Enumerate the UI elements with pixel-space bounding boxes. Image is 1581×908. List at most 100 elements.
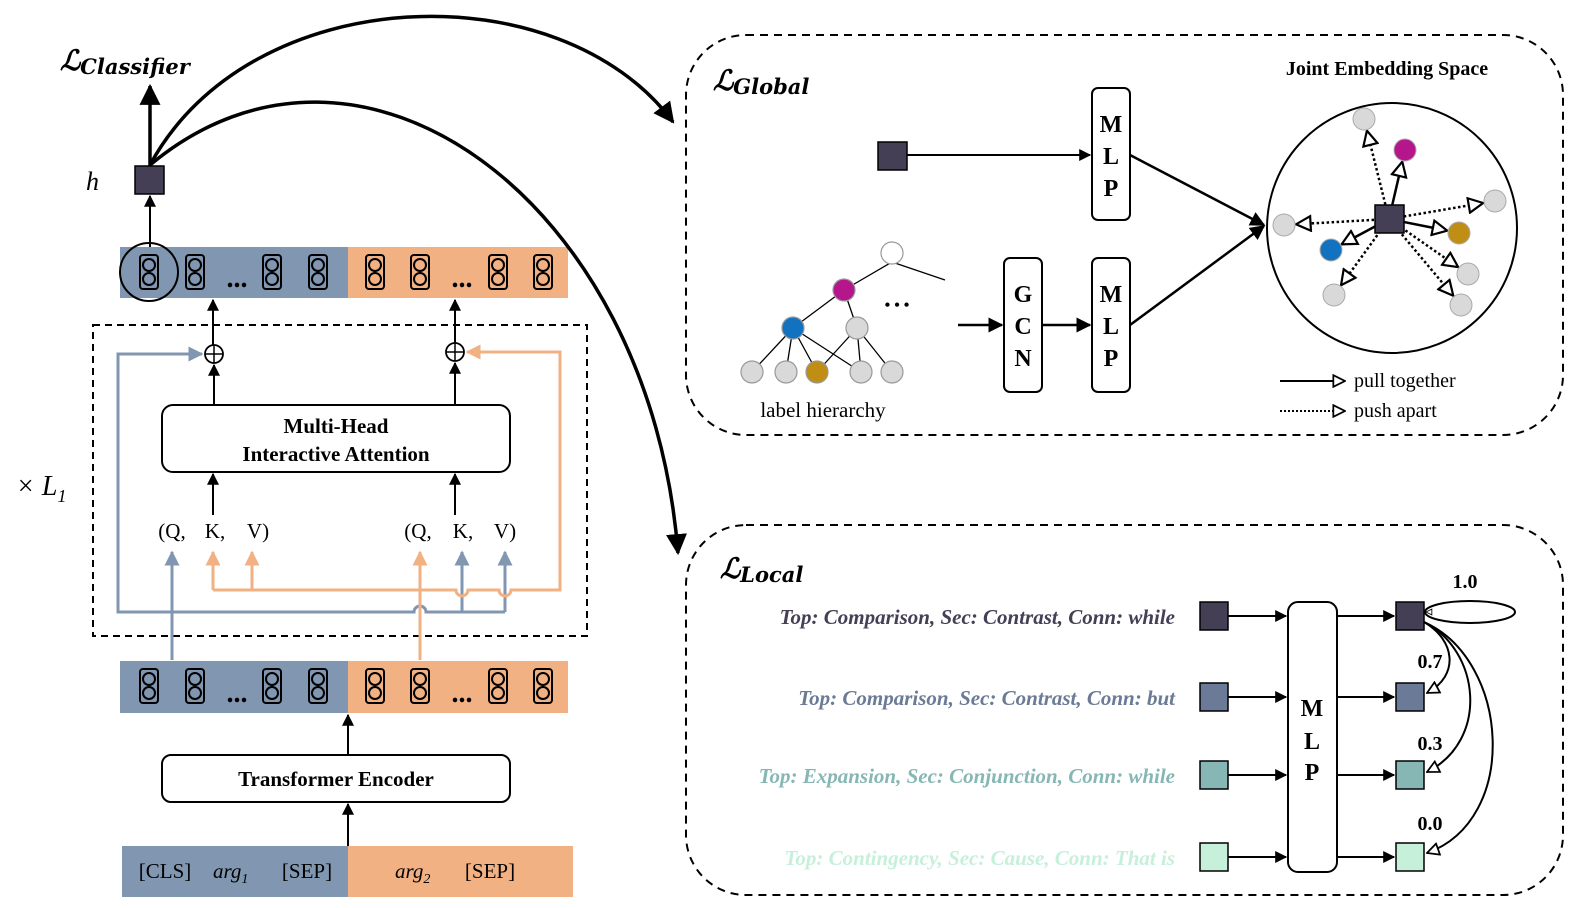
attention-label-line2: Interactive Attention <box>242 442 430 466</box>
to-local-arrow <box>148 100 687 556</box>
svg-text:V): V) <box>494 519 516 543</box>
svg-text:ℒLocal: ℒLocal <box>720 552 803 587</box>
label-hierarchy-caption: label hierarchy <box>760 398 886 422</box>
svg-text:K,: K, <box>453 519 473 543</box>
svg-text:(Q,: (Q, <box>404 519 431 543</box>
label-node <box>740 360 764 384</box>
instance-vector <box>877 141 908 171</box>
sep-token: [SEP] <box>282 859 332 883</box>
svg-text:K,: K, <box>205 519 225 543</box>
token-embedding-icon <box>488 254 508 290</box>
multi-head-attention-box <box>161 404 511 473</box>
interaction-layer-box <box>92 324 588 637</box>
label-embedding-output <box>1395 842 1425 872</box>
ellipsis: ... <box>227 263 248 294</box>
label-node <box>832 278 856 302</box>
svg-text:N: N <box>1014 346 1032 372</box>
joint-embedding-title: Joint Embedding Space <box>1286 58 1488 80</box>
label-embedding-output <box>1395 682 1425 712</box>
negative-label-node <box>1483 189 1507 213</box>
similarity-weight: 0.0 <box>1418 813 1443 835</box>
similarity-arc <box>1423 621 1472 773</box>
label-node <box>781 316 805 340</box>
h-vector <box>134 165 165 195</box>
label-hierarchy-tree <box>751 261 946 373</box>
legend: pull together push apart <box>1280 370 1456 422</box>
similarity-weight: 0.3 <box>1418 733 1443 755</box>
sense-label-text: Top: Expansion, Sec: Conjunction, Conn: … <box>759 764 1175 788</box>
sep-token: [SEP] <box>465 859 515 883</box>
sense-label-text: Top: Contingency, Sec: Cause, Conn: That… <box>785 846 1176 870</box>
svg-text:L: L <box>1304 729 1320 755</box>
label-embedding-input <box>1199 842 1229 872</box>
sense-label-text: Top: Comparison, Sec: Contrast, Conn: wh… <box>780 605 1175 629</box>
attention-label-line1: Multi-Head <box>284 414 389 438</box>
arg1-token: arg1 <box>213 859 248 887</box>
sense-label-text: Top: Comparison, Sec: Contrast, Conn: bu… <box>798 686 1176 710</box>
label-embedding-input <box>1199 760 1229 790</box>
ellipsis: ... <box>452 263 473 294</box>
svg-text:L: L <box>1103 144 1119 170</box>
token-embedding-icon <box>410 668 430 704</box>
token-embedding-icon <box>185 254 205 290</box>
negative-label-node <box>1352 107 1376 131</box>
anchor-vector <box>1374 204 1405 234</box>
push-apart-arrow <box>1296 219 1390 224</box>
arrow <box>1129 224 1266 327</box>
svg-text:P: P <box>1104 346 1119 372</box>
negative-label-node <box>1449 293 1473 317</box>
arg2-token: arg2 <box>395 859 430 887</box>
layers-label: × L1 <box>16 471 66 506</box>
gcn-box: G C N <box>1003 257 1043 393</box>
transformer-encoder-box <box>161 754 511 803</box>
similarity-arc <box>1423 621 1494 853</box>
qkv-left: (Q, K, V) <box>158 519 269 543</box>
mlp-box: M L P <box>1091 87 1131 221</box>
positive-label-node <box>1393 138 1417 162</box>
push-apart-arrow <box>1341 218 1391 285</box>
token-embedding-icon <box>139 254 159 290</box>
label-node <box>880 360 904 384</box>
negative-label-node <box>1272 213 1296 237</box>
arg1-input <box>122 846 348 897</box>
token-embedding-icon <box>262 254 282 290</box>
mlp-box: M L P <box>1091 257 1131 393</box>
svg-text:(Q,: (Q, <box>158 519 185 543</box>
token-embedding-icon <box>488 668 508 704</box>
svg-text:× L1: × L1 <box>16 471 66 506</box>
global-loss-label: ℒGlobal <box>713 64 809 99</box>
cls-token: [CLS] <box>139 859 192 883</box>
local-loss-label: ℒLocal <box>720 552 803 587</box>
svg-text:ℒGlobal: ℒGlobal <box>713 64 809 99</box>
ellipsis: ... <box>452 678 473 709</box>
pull-legend-label: pull together <box>1354 370 1456 392</box>
label-node <box>805 360 829 384</box>
positive-label-node <box>1447 221 1471 245</box>
svg-text:M: M <box>1301 696 1324 722</box>
label-node <box>845 316 869 340</box>
arrow <box>1129 153 1266 227</box>
token-embedding-icon <box>308 668 328 704</box>
label-embedding-output <box>1395 760 1425 790</box>
positive-label-node <box>1319 238 1343 262</box>
token-embedding-icon <box>365 254 385 290</box>
label-node <box>774 360 798 384</box>
to-global-arrow <box>148 14 675 166</box>
label-embedding-input <box>1199 601 1229 631</box>
label-embedding-output <box>1395 601 1425 631</box>
svg-text:P: P <box>1305 760 1320 786</box>
h-label: h <box>86 167 99 196</box>
svg-text:L: L <box>1103 314 1119 340</box>
arg1-residual-path <box>116 346 505 614</box>
token-embedding-icon <box>262 668 282 704</box>
svg-text:C: C <box>1014 314 1031 340</box>
local-loss-panel <box>685 524 1564 896</box>
token-embedding-icon <box>533 254 553 290</box>
svg-text:M: M <box>1100 282 1123 308</box>
tree-ellipsis: • • • <box>885 297 910 314</box>
self-similarity-loop <box>1424 600 1516 624</box>
label-node <box>849 360 873 384</box>
push-legend-label: push apart <box>1354 400 1437 422</box>
classifier-loss-label: ℒClassifier <box>60 44 192 79</box>
